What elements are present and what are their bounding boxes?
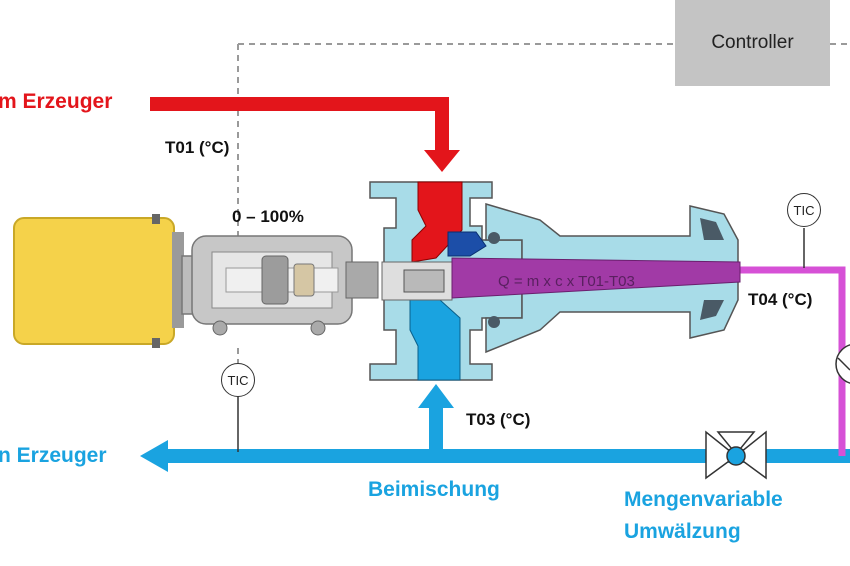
supply-arrow <box>424 150 460 172</box>
t04-label: T04 (°C) <box>748 290 813 309</box>
return-to-generator-label: n Erzeuger <box>0 444 107 467</box>
actuator-yoke <box>181 235 379 336</box>
admixing-label: Beimischung <box>368 478 500 501</box>
return-arrow <box>140 440 168 472</box>
gauge-icon <box>835 344 850 384</box>
mixing-nozzle <box>451 202 741 354</box>
tic-sensor-left: TIC <box>221 363 255 397</box>
supply-pipe <box>150 97 449 158</box>
t01-label: T01 (°C) <box>165 138 230 157</box>
tic-right-label: TIC <box>793 202 815 218</box>
circulation-valve-icon <box>705 430 767 480</box>
tic-left-label: TIC <box>227 372 249 388</box>
supply-from-generator-label: m Erzeuger <box>0 90 113 113</box>
controller-label: Controller <box>711 32 794 53</box>
actuator-range-label: 0 – 100% <box>232 207 304 226</box>
t03-label: T03 (°C) <box>466 410 531 429</box>
valve-body <box>369 181 523 381</box>
controller-box: Controller <box>675 0 830 86</box>
variable-flow-label-line1: Mengenvariable <box>624 488 783 511</box>
mixed-pipe <box>736 266 846 456</box>
actuator <box>13 214 184 348</box>
flow-formula: Q = m x c x T01-T03 <box>498 273 635 290</box>
tic-sensor-right: TIC <box>787 193 821 227</box>
admixing-arrow <box>418 384 454 408</box>
control-signal-lines <box>237 43 850 372</box>
variable-flow-label-line2: Umwälzung <box>624 520 741 543</box>
